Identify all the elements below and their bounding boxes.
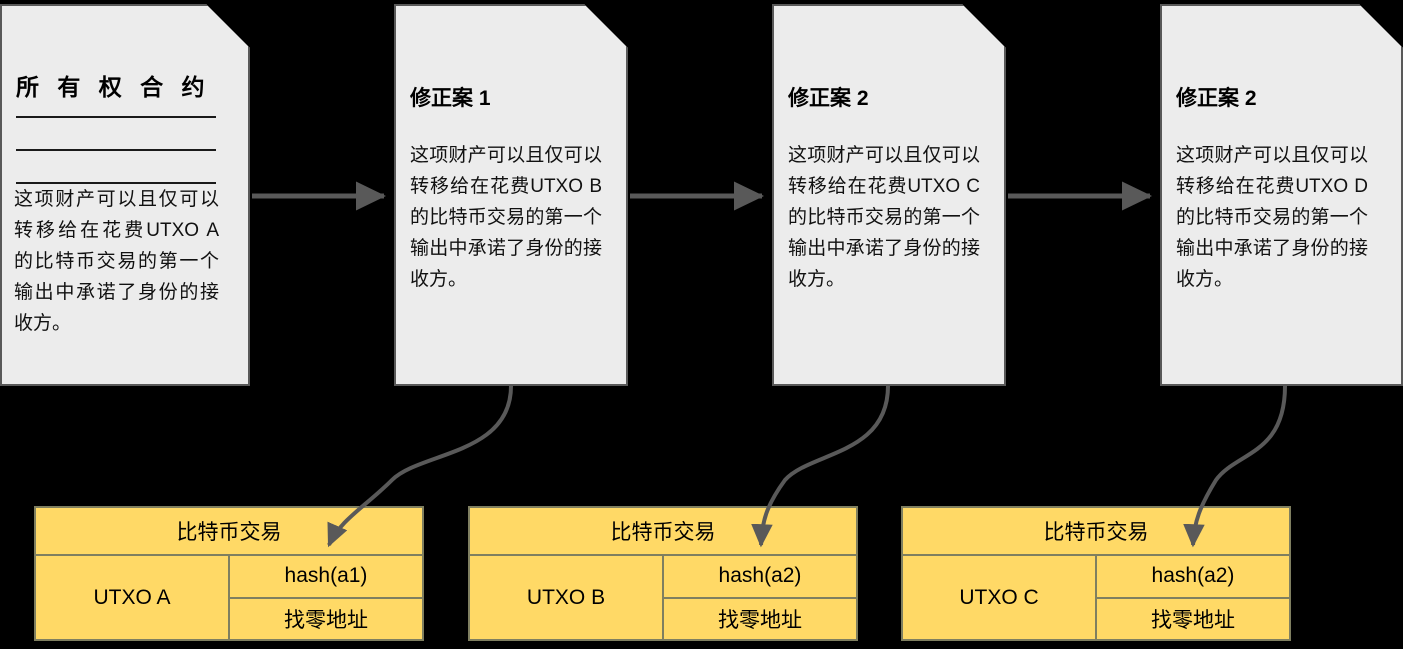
- contract-card-ownership: 所 有 权 合 约 这项财产可以且仅可以转移给在花费UTXO A 的比特币交易的…: [0, 4, 250, 386]
- tx-output-change-label: 找零地址: [718, 608, 802, 632]
- tx-output-change-label: 找零地址: [284, 608, 368, 632]
- tx-output-hash-label: hash(a2): [1097, 556, 1289, 599]
- card-body-text: 这项财产可以且仅可以转移给在花费UTXO C 的比特币交易的第一个输出中承诺了身…: [788, 145, 980, 290]
- rule-line: [16, 182, 216, 184]
- card-title: 修正案 2: [1176, 87, 1257, 110]
- tx-header-label: 比特币交易: [903, 508, 1289, 556]
- card-body-text: 这项财产可以且仅可以转移给在花费UTXO B 的比特币交易的第一个输出中承诺了身…: [410, 145, 602, 290]
- card-body-text: 这项财产可以且仅可以转移给在花费UTXO A 的比特币交易的第一个输出中承诺了身…: [14, 189, 219, 334]
- card-body-text: 这项财产可以且仅可以转移给在花费UTXO D 的比特币交易的第一个输出中承诺了身…: [1176, 145, 1368, 290]
- tx-header-label: 比特币交易: [470, 508, 856, 556]
- card-title: 所 有 权 合 约: [16, 74, 211, 100]
- rule-line: [16, 116, 216, 118]
- tx-output-hash-label: hash(a2): [664, 556, 856, 599]
- ruled-lines: [16, 116, 216, 215]
- tx-output-change-label: 找零地址: [1151, 608, 1235, 632]
- card-title: 修正案 1: [410, 87, 491, 110]
- contract-card-amendment-2a: 修正案 2 这项财产可以且仅可以转移给在花费UTXO C 的比特币交易的第一个输…: [772, 4, 1006, 386]
- contract-card-amendment-1: 修正案 1 这项财产可以且仅可以转移给在花费UTXO B 的比特币交易的第一个输…: [394, 4, 628, 386]
- tx-input-label: UTXO C: [903, 556, 1097, 639]
- tx-output-hash-label: hash(a1): [230, 556, 422, 599]
- tx-input-label: UTXO A: [36, 556, 230, 639]
- bitcoin-transaction-box-b: 比特币交易 UTXO B hash(a2) 找零地址: [468, 506, 858, 641]
- bitcoin-transaction-box-c: 比特币交易 UTXO C hash(a2) 找零地址: [901, 506, 1291, 641]
- contract-card-amendment-2b: 修正案 2 这项财产可以且仅可以转移给在花费UTXO D 的比特币交易的第一个输…: [1160, 4, 1403, 386]
- tx-header-label: 比特币交易: [36, 508, 422, 556]
- card-title: 修正案 2: [788, 87, 869, 110]
- rule-line: [16, 149, 216, 151]
- bitcoin-transaction-box-a: 比特币交易 UTXO A hash(a1) 找零地址: [34, 506, 424, 641]
- tx-input-label: UTXO B: [470, 556, 664, 639]
